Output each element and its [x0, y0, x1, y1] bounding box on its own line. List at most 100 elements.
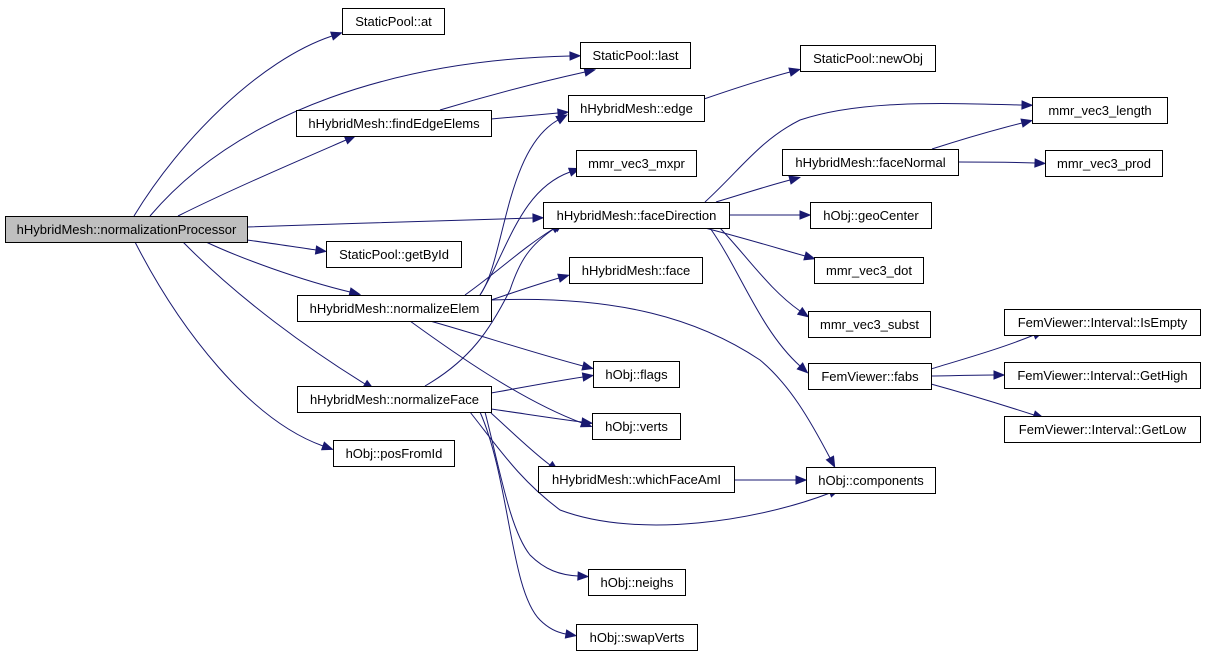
node-box	[1032, 97, 1168, 124]
node-newObj[interactable]: StaticPool::newObj	[800, 45, 936, 72]
edge-fnorm-to-len	[931, 118, 1034, 150]
edge-nElem-to-flags	[429, 320, 594, 371]
node-swap[interactable]: hObj::swapVerts	[576, 624, 698, 651]
node-getHigh[interactable]: FemViewer::Interval::GetHigh	[1004, 362, 1201, 389]
node-neighs[interactable]: hObj::neighs	[588, 569, 686, 596]
edge-line	[134, 241, 324, 447]
node-box	[1004, 309, 1201, 336]
edge-line	[715, 179, 791, 203]
node-box	[569, 257, 703, 284]
edges-layer	[133, 31, 1047, 639]
node-verts[interactable]: hObj::verts	[592, 413, 681, 440]
node-label: hObj::swapVerts	[590, 630, 685, 645]
node-face[interactable]: hHybridMesh::face	[569, 257, 703, 284]
node-comp[interactable]: hObj::components	[806, 467, 936, 494]
node-label: StaticPool::getById	[339, 247, 449, 262]
edge-line	[429, 320, 584, 367]
edge-arrowhead	[803, 251, 816, 261]
node-label: mmr_vec3_subst	[820, 317, 919, 332]
edge-arrowhead	[557, 273, 570, 283]
node-len[interactable]: mmr_vec3_length	[1032, 97, 1168, 124]
node-label: hObj::geoCenter	[823, 208, 919, 223]
node-dot[interactable]: mmr_vec3_dot	[814, 257, 924, 284]
nodes-layer: hHybridMesh::normalizationProcessorStati…	[5, 8, 1201, 651]
node-fnorm[interactable]: hHybridMesh::faceNormal	[782, 149, 959, 176]
edge-root-to-at	[133, 31, 343, 217]
edge-arrowhead	[799, 210, 812, 220]
node-box	[576, 150, 697, 177]
edge-line	[484, 411, 579, 577]
edge-nFace-to-verts	[490, 408, 594, 427]
node-box	[800, 45, 936, 72]
node-last[interactable]: StaticPool::last	[580, 42, 691, 69]
edge-fnorm-to-prod	[957, 158, 1047, 168]
node-geo[interactable]: hObj::geoCenter	[810, 202, 932, 229]
edge-line	[704, 227, 806, 257]
node-nFace[interactable]: hHybridMesh::normalizeFace	[297, 386, 492, 413]
edge-arrowhead	[555, 114, 568, 125]
edge-line	[177, 139, 347, 217]
edge-root-to-fdir	[246, 213, 545, 228]
edge-line	[719, 227, 801, 312]
edge-line	[930, 374, 995, 377]
edge-arrowhead	[581, 372, 595, 382]
edge-line	[930, 383, 1035, 416]
edge-fabs-to-getHigh	[930, 370, 1006, 380]
edge-line	[439, 71, 586, 111]
node-box	[1045, 150, 1163, 177]
node-box	[593, 361, 680, 388]
edge-line	[246, 239, 317, 251]
node-label: hObj::components	[818, 473, 924, 488]
node-fdir[interactable]: hHybridMesh::faceDirection	[543, 202, 730, 229]
node-getLow[interactable]: FemViewer::Interval::GetLow	[1004, 416, 1201, 443]
edge-line	[149, 55, 571, 217]
edge-line	[957, 161, 1036, 164]
edge-line	[709, 227, 801, 367]
edge-line	[424, 227, 556, 387]
edge-line	[930, 334, 1035, 370]
edge-arrowhead	[348, 287, 362, 297]
node-box	[5, 216, 248, 243]
node-fabs[interactable]: FemViewer::fabs	[808, 363, 932, 390]
edge-line	[931, 122, 1023, 150]
node-label: hHybridMesh::faceDirection	[557, 208, 717, 223]
edge-fdir-to-len	[704, 100, 1034, 203]
node-flags[interactable]: hObj::flags	[593, 361, 680, 388]
node-at[interactable]: StaticPool::at	[342, 8, 445, 35]
edge-wfam-to-comp	[734, 475, 808, 485]
edge-line	[469, 411, 831, 526]
edge-arrowhead	[1034, 158, 1047, 168]
node-subst[interactable]: mmr_vec3_subst	[808, 311, 931, 338]
node-box	[342, 8, 445, 35]
node-label: StaticPool::last	[593, 48, 679, 63]
edge-line	[703, 71, 791, 100]
node-wfam[interactable]: hHybridMesh::whichFaceAmI	[538, 466, 735, 493]
node-box	[568, 95, 705, 122]
node-root[interactable]: hHybridMesh::normalizationProcessor	[5, 216, 248, 243]
node-nElem[interactable]: hHybridMesh::normalizeElem	[297, 295, 492, 322]
edge-nFace-to-flags	[490, 372, 595, 394]
node-box	[297, 386, 492, 413]
edge-fdir-to-fnorm	[715, 175, 801, 203]
node-box	[1004, 362, 1201, 389]
edge-arrowhead	[1020, 118, 1034, 128]
node-prod[interactable]: mmr_vec3_prod	[1045, 150, 1163, 177]
node-getById[interactable]: StaticPool::getById	[326, 241, 462, 268]
node-isEmpty[interactable]: FemViewer::Interval::IsEmpty	[1004, 309, 1201, 336]
node-label: hHybridMesh::normalizeFace	[310, 392, 479, 407]
node-label: hObj::flags	[605, 367, 668, 382]
node-label: hObj::posFromId	[346, 446, 443, 461]
node-posFromId[interactable]: hObj::posFromId	[333, 440, 455, 467]
node-box	[297, 295, 492, 322]
node-label: mmr_vec3_length	[1048, 103, 1151, 118]
node-fee[interactable]: hHybridMesh::findEdgeElems	[296, 110, 492, 137]
node-label: hHybridMesh::whichFaceAmI	[552, 472, 721, 487]
node-box	[592, 413, 681, 440]
edge-fdir-to-fabs	[709, 227, 809, 374]
edge-line	[490, 112, 559, 120]
node-box	[806, 467, 936, 494]
node-mxpr[interactable]: mmr_vec3_mxpr	[576, 150, 697, 177]
node-edge[interactable]: hHybridMesh::edge	[568, 95, 705, 122]
edge-arrowhead	[825, 455, 836, 469]
edge-arrowhead	[796, 362, 809, 374]
